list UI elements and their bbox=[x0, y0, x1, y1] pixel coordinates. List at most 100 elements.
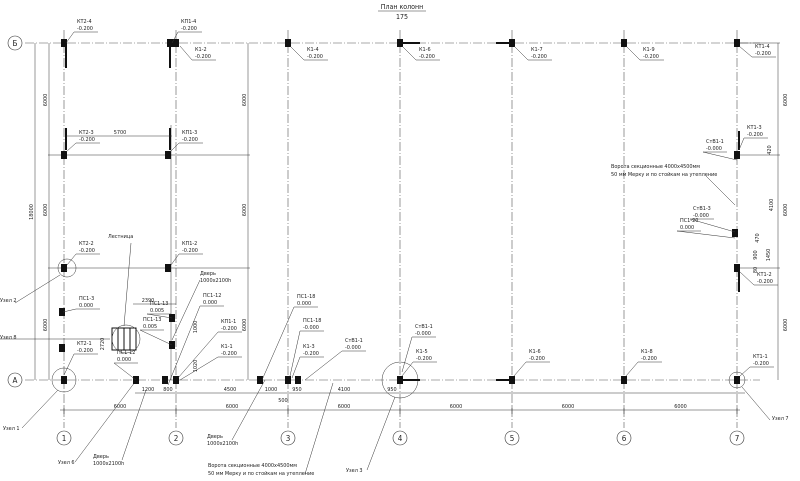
stair-symbol bbox=[111, 242, 141, 354]
dimension-text: 6000 bbox=[450, 404, 463, 410]
door-note-left: Дверь 1000х2100h bbox=[93, 454, 124, 467]
svg-text:5: 5 bbox=[510, 434, 515, 443]
column-elevation: -0.200 bbox=[195, 54, 211, 60]
stair-note: Лестница bbox=[108, 234, 133, 240]
svg-text:Лестница: Лестница bbox=[108, 234, 133, 240]
column-marker bbox=[173, 376, 179, 384]
column-marker bbox=[165, 264, 171, 272]
dimension-text: 6000 bbox=[783, 94, 789, 107]
svg-text:50 мм Мерку и по стойкам на ут: 50 мм Мерку и по стойкам на утепление bbox=[611, 171, 717, 178]
bracing-member bbox=[169, 47, 171, 68]
column-marker bbox=[621, 376, 627, 384]
column-label: КТ2-2-0.200 bbox=[66, 241, 100, 266]
dimension-lines bbox=[60, 392, 745, 414]
column-elevation: -0.200 bbox=[182, 137, 198, 143]
column-marker bbox=[732, 229, 738, 237]
column-elevation: 0.005 bbox=[150, 308, 164, 314]
column-mark: КТ2-3 bbox=[79, 130, 94, 136]
column-label: К1-8-0.200 bbox=[625, 349, 662, 377]
column-marker bbox=[734, 264, 740, 272]
svg-text:Дверь: Дверь bbox=[207, 434, 223, 440]
column-bubble-2: 2 bbox=[168, 430, 184, 446]
column-marker bbox=[59, 344, 65, 352]
plan-scale: 175 bbox=[396, 13, 408, 21]
column-elevation: -0.200 bbox=[221, 351, 237, 357]
column-mark: ПС1-3 bbox=[79, 296, 94, 302]
bracing-member bbox=[496, 42, 512, 44]
column-elevation: -0.200 bbox=[643, 54, 659, 60]
column-label: СтВ1-1-0.000 bbox=[304, 338, 366, 381]
column-elevation: -0.200 bbox=[77, 348, 93, 354]
column-mark: КТ2-1 bbox=[77, 341, 92, 347]
svg-text:50 мм Мерку и по стойкам на ут: 50 мм Мерку и по стойкам на утепление bbox=[208, 470, 314, 477]
column-bubble-1: 1 bbox=[56, 430, 72, 446]
column-label: ПС1-130.005 bbox=[139, 317, 173, 346]
column-marker bbox=[61, 39, 67, 47]
gate-note-right: Ворота секционные 4000х4500мм 50 мм Мерк… bbox=[611, 164, 717, 178]
column-elevation: 0.000 bbox=[203, 300, 217, 306]
column-label: КП1-1-0.200 bbox=[177, 319, 242, 379]
column-elevation: -0.000 bbox=[415, 331, 431, 337]
column-mark: СтВ1-1 bbox=[706, 139, 724, 145]
column-elevation: 0.000 bbox=[117, 357, 131, 363]
column-marker bbox=[285, 376, 291, 384]
column-label: К1-2-0.200 bbox=[179, 45, 216, 61]
dimension-text: 6000 bbox=[242, 204, 248, 217]
door-note-mid: Дверь 1000х2100h bbox=[207, 434, 238, 447]
dimension-text: 1000 bbox=[193, 321, 199, 334]
column-label: К1-7-0.200 bbox=[513, 45, 552, 61]
column-bubble-3: 3 bbox=[280, 430, 296, 446]
column-marker bbox=[165, 151, 171, 159]
column-label: КТ2-1-0.200 bbox=[63, 341, 98, 376]
column-marker bbox=[734, 376, 740, 384]
column-mark: К1-6 bbox=[529, 349, 541, 355]
column-label: КП1-3-0.200 bbox=[169, 130, 203, 153]
wall-lines bbox=[0, 42, 780, 380]
column-marker bbox=[162, 376, 168, 384]
dimension-text: 1000 bbox=[265, 387, 278, 393]
column-marker bbox=[173, 39, 179, 47]
dimension-text: 6000 bbox=[43, 94, 49, 107]
column-mark: КТ1-2 bbox=[757, 272, 772, 278]
svg-text:6: 6 bbox=[622, 434, 627, 443]
column-mark: К1-8 bbox=[641, 349, 653, 355]
column-label: КТ1-3-0.200 bbox=[738, 125, 768, 151]
node-label: Узел 1 bbox=[3, 426, 20, 432]
dimension-text: 6000 bbox=[338, 404, 351, 410]
node-circles bbox=[14, 175, 771, 475]
column-label: К1-4-0.200 bbox=[289, 45, 328, 61]
dimension-text: 2390 bbox=[142, 298, 155, 304]
column-label: К1-9-0.200 bbox=[625, 45, 664, 61]
column-elevation: -0.200 bbox=[303, 351, 319, 357]
dimension-text: 6000 bbox=[783, 319, 789, 332]
column-elevation: -0.200 bbox=[77, 26, 93, 32]
bracing-member bbox=[169, 128, 171, 150]
svg-text:Ворота секционные 4000х4500мм: Ворота секционные 4000х4500мм bbox=[208, 463, 297, 469]
column-elevation: -0.200 bbox=[641, 356, 657, 362]
bracing-member bbox=[400, 42, 420, 44]
svg-text:Дверь: Дверь bbox=[200, 271, 216, 277]
column-label: ПС1-200.000 bbox=[676, 218, 736, 239]
svg-text:А: А bbox=[13, 376, 18, 385]
column-elevation: -0.200 bbox=[531, 54, 547, 60]
svg-text:Ворота секционные 4000х4500мм: Ворота секционные 4000х4500мм bbox=[611, 164, 700, 170]
column-marker bbox=[59, 308, 65, 316]
column-label: ПС1-120.000 bbox=[167, 293, 224, 386]
node-label: Узел 6 bbox=[58, 460, 75, 466]
column-label: КП1-4-0.200 bbox=[171, 19, 202, 44]
column-elevation: -0.200 bbox=[221, 326, 237, 332]
column-elevation: -0.200 bbox=[753, 361, 769, 367]
column-label: ПС1-18-0.000 bbox=[289, 318, 324, 377]
column-label: ПС1-120.000 bbox=[113, 350, 138, 381]
column-elevation: -0.000 bbox=[706, 146, 722, 152]
node-label: Узел 2 bbox=[0, 298, 17, 304]
dimension-text: 1450 bbox=[766, 249, 772, 262]
svg-text:1000х2100h: 1000х2100h bbox=[200, 278, 231, 284]
column-label: КТ1-4-0.200 bbox=[738, 44, 776, 58]
svg-text:1000х2100h: 1000х2100h bbox=[207, 441, 238, 447]
column-marker bbox=[734, 151, 740, 159]
column-elevation: -0.200 bbox=[79, 248, 95, 254]
bracing-member bbox=[65, 128, 67, 150]
column-elevation: 0.000 bbox=[680, 225, 694, 231]
svg-text:2: 2 bbox=[174, 434, 179, 443]
